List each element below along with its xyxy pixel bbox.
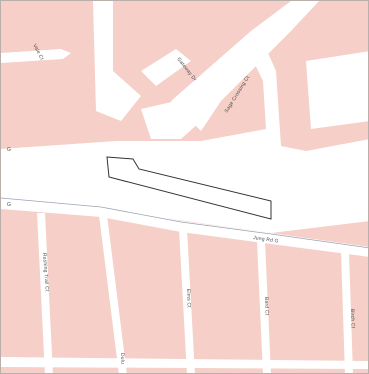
- street-diagonal: [171, 1, 319, 131]
- label-dulu: Dulu: [119, 353, 125, 364]
- street-bottom-strip: [1, 357, 368, 369]
- label-left-edge: G: [7, 147, 11, 153]
- street-upper-corridor: [93, 1, 141, 121]
- subject-parcel-outline[interactable]: [106, 156, 272, 220]
- label-rushing-trail-ct: Rushing Trail Ct: [41, 253, 50, 293]
- street-open-area: [1, 37, 368, 233]
- label-birch-ct: Birch Ct: [349, 309, 356, 329]
- street-vertical-3: [179, 229, 195, 373]
- main-road-edge-line: [1, 197, 368, 249]
- street-main-road: [1, 197, 368, 257]
- label-left-lower: G: [7, 202, 11, 208]
- street-gateway: [141, 49, 191, 86]
- street-vertical-4: [257, 241, 271, 373]
- street-right-block: [306, 51, 368, 129]
- label-elms-ct: Elms Ct: [185, 289, 192, 309]
- label-bard-ct: Bard Ct: [263, 297, 270, 316]
- street-top-left: [1, 49, 71, 63]
- street-vertical-5: [341, 251, 353, 373]
- street-vertical-2: [99, 215, 127, 373]
- label-jung-rd: Jung Rd G: [253, 235, 279, 245]
- street-vertical-1: [37, 213, 53, 373]
- street-plaza: [141, 101, 201, 139]
